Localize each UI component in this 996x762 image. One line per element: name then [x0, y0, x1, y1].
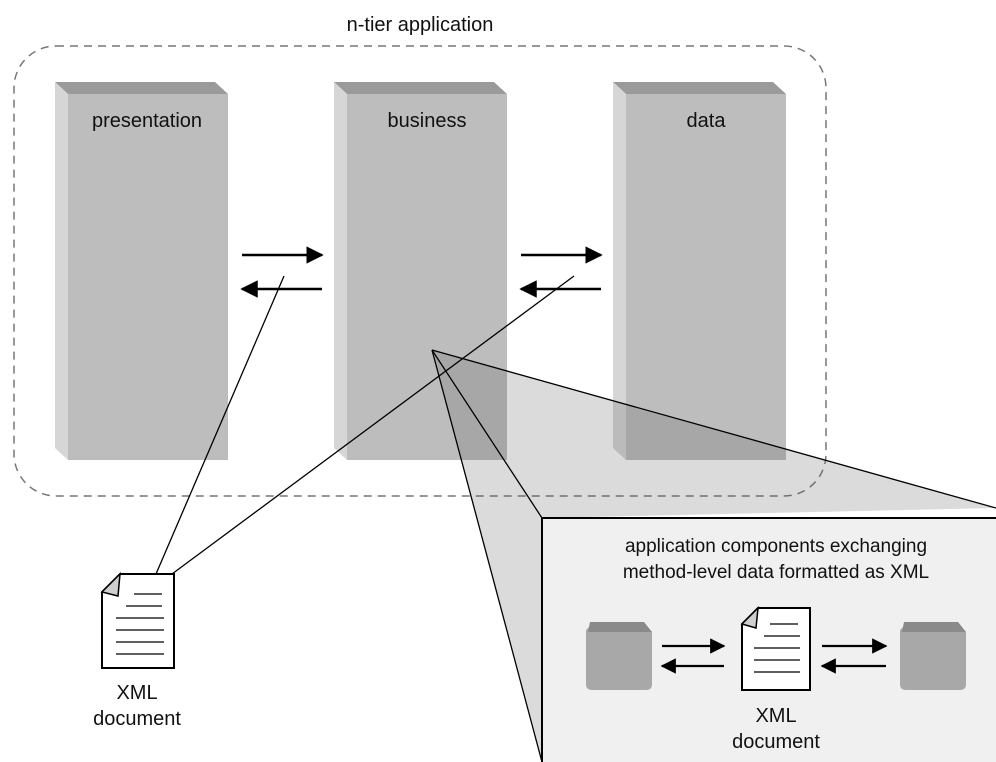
callout-caption-line2: method-level data formatted as XML	[623, 562, 929, 583]
tier-side-face	[613, 82, 626, 460]
pointer-line-data	[171, 275, 575, 575]
zoom-line-mid	[431, 349, 543, 519]
component-right	[900, 622, 966, 690]
xml-document-label-line1: XML	[116, 682, 157, 704]
callout-document-label-line1: XML	[755, 705, 796, 727]
zoom-line-top	[431, 349, 996, 509]
component-left	[586, 622, 652, 690]
tier-label: business	[388, 110, 467, 132]
zoom-wedge	[432, 350, 996, 518]
tier-data: data	[613, 82, 786, 460]
callout-document-label-line2: document	[732, 731, 820, 753]
diagram-title: n-tier application	[347, 14, 494, 36]
tier-top-face	[613, 82, 786, 94]
xml-document-label-line2: document	[93, 708, 181, 730]
tier-front-face	[347, 94, 507, 460]
callout-xml-document-icon	[740, 605, 811, 691]
tier-top-face	[55, 82, 228, 94]
callout-caption-line1: application components exchanging	[625, 536, 927, 557]
tier-label: presentation	[92, 110, 202, 132]
xml-document-icon	[100, 572, 175, 669]
tier-top-face	[334, 82, 507, 94]
tier-front-face	[68, 94, 228, 460]
pointer-line-presentation	[155, 275, 285, 575]
tier-presentation: presentation	[55, 82, 228, 460]
tier-side-face	[334, 82, 347, 460]
tier-front-face	[626, 94, 786, 460]
application-boundary	[13, 45, 827, 497]
tier-business: business	[334, 82, 507, 460]
tier-side-face	[55, 82, 68, 460]
tier-label: data	[687, 110, 727, 132]
zoom-line-bottom	[431, 349, 543, 762]
